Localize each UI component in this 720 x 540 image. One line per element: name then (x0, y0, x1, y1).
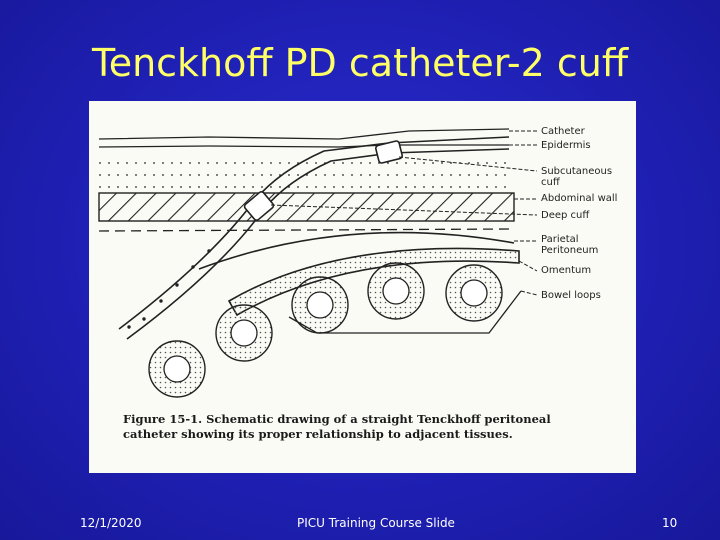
epidermis-layer (98, 128, 510, 148)
leader-lines (270, 130, 538, 296)
label-catheter: Catheter (541, 126, 586, 137)
slide-number: 10 (662, 516, 678, 530)
deep-layer (98, 228, 515, 232)
bowel-lumens (163, 277, 488, 383)
abdominal-wall-layer (98, 192, 515, 222)
footer-date: 12/1/2020 (80, 516, 142, 530)
label-bowel-loops: Bowel loops (541, 290, 601, 301)
deep-cuff (243, 191, 275, 221)
footer-course-name: PICU Training Course Slide (297, 516, 455, 530)
label-omentum: Omentum (541, 265, 591, 276)
label-cuff: cuff (541, 177, 561, 188)
label-epidermis: Epidermis (541, 140, 591, 151)
bowel-loops (148, 262, 503, 398)
catheter-holes (127, 249, 211, 329)
label-parietal: Parietal (541, 234, 579, 245)
figure-caption-line1: Figure 15-1. Schematic drawing of a stra… (123, 412, 551, 426)
catheter-diagram-image: Catheter Epidermis Subcutaneous cuff Abd… (89, 101, 636, 473)
label-peritoneum: Peritoneum (541, 245, 598, 256)
slide-title: Tenckhoff PD catheter-2 cuff (91, 41, 629, 85)
parietal-peritoneum (198, 231, 515, 270)
subcutaneous-cuff (375, 140, 403, 164)
label-deep-cuff: Deep cuff (541, 210, 590, 221)
figure-caption-line2: catheter showing its proper relationship… (123, 427, 513, 441)
label-subcutaneous: Subcutaneous (541, 166, 612, 177)
label-abdominal-wall: Abdominal wall (541, 193, 617, 204)
